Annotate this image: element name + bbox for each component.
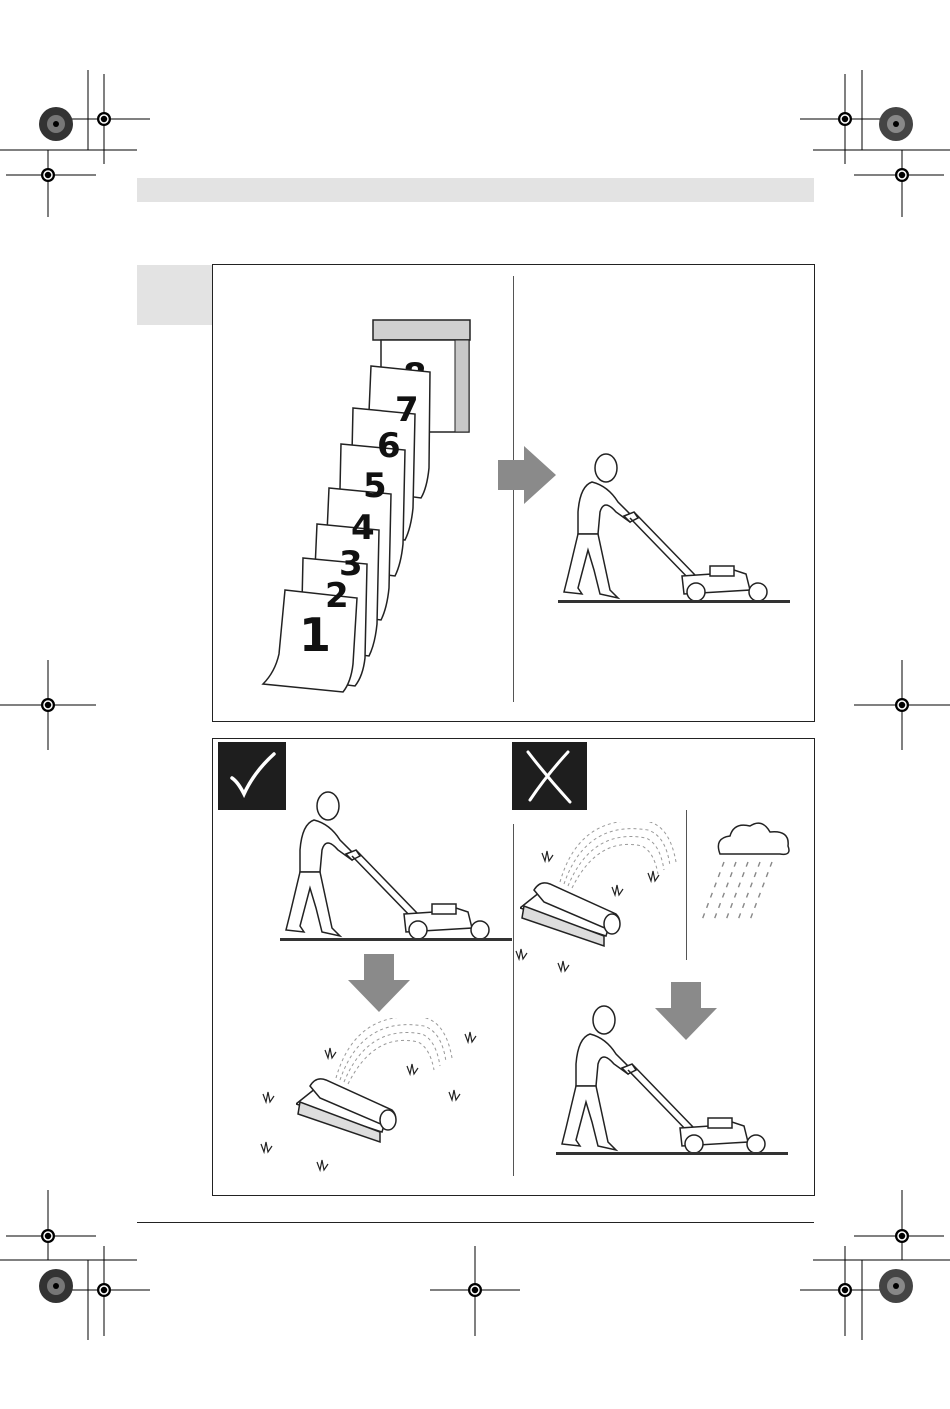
grass-tufts <box>512 845 682 975</box>
dont-badge <box>512 742 587 810</box>
calendar-page-number: 4 <box>351 508 375 548</box>
person-mowing-illustration <box>280 790 512 950</box>
person-mowing-illustration <box>556 1004 788 1164</box>
cross-icon <box>512 742 587 810</box>
calendar-page-number: 7 <box>395 390 419 430</box>
checkmark-icon <box>218 742 286 810</box>
arrow-right-icon <box>496 444 558 506</box>
header-band <box>137 178 814 202</box>
rain-cloud-icon <box>692 816 802 926</box>
person-mowing-illustration <box>558 452 790 612</box>
calendar-page-number: 6 <box>377 426 401 466</box>
do-badge <box>218 742 286 810</box>
calendar-page-number: 5 <box>363 466 387 506</box>
section-tab <box>137 265 212 325</box>
footer-rule <box>137 1222 814 1223</box>
calendar-page-number: 1 <box>299 608 331 662</box>
grass-tufts <box>255 1030 495 1175</box>
arrow-down-icon <box>348 954 410 1014</box>
calendar-pages: 8 7 6 5 4 3 2 1 <box>255 318 475 698</box>
